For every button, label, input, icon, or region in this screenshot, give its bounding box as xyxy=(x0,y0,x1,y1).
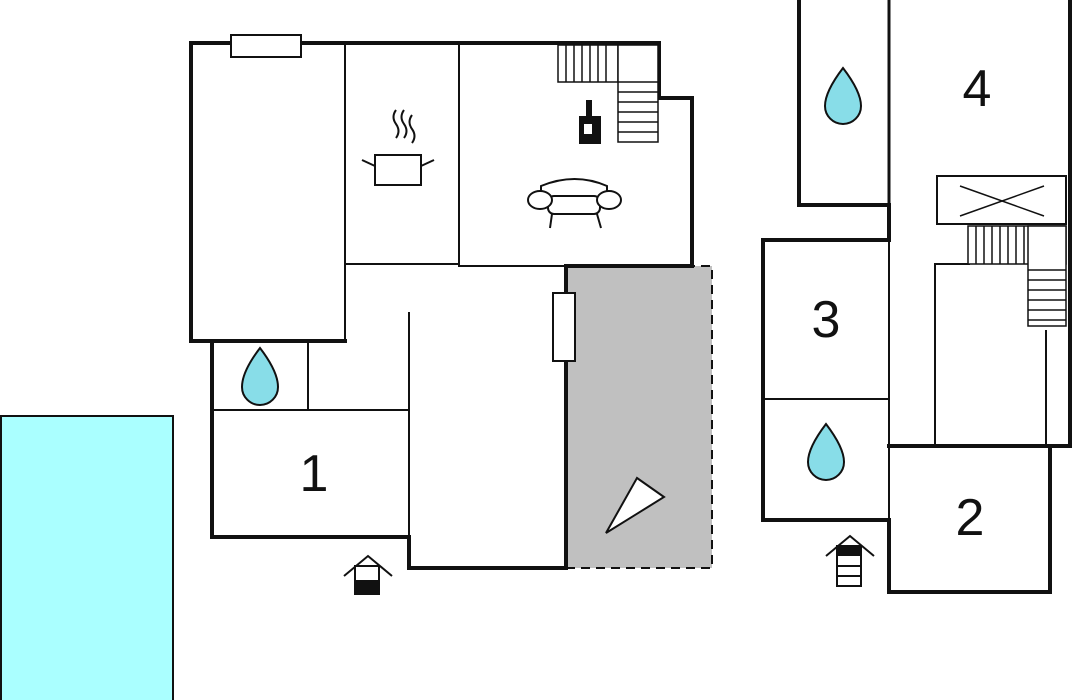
room-1-label: 1 xyxy=(300,445,329,503)
room-4-label: 4 xyxy=(963,60,992,118)
water-drop-icon xyxy=(823,66,863,125)
terrace-flag-icon xyxy=(605,476,666,534)
water-drop-icon xyxy=(240,346,280,406)
fireplace-icon xyxy=(579,100,601,144)
entrance-icon xyxy=(343,554,393,595)
pool xyxy=(0,415,174,700)
room-3-label: 3 xyxy=(812,291,841,349)
staircase-icon xyxy=(557,44,659,143)
staircase-icon xyxy=(967,225,1067,327)
annex-building xyxy=(761,0,1072,594)
cooking-pot-icon xyxy=(361,109,435,186)
entrance-icon xyxy=(825,534,875,587)
window-icon xyxy=(552,292,576,362)
sofa-icon xyxy=(527,178,622,229)
window-icon xyxy=(230,34,302,58)
terrace xyxy=(566,265,713,569)
main-building xyxy=(189,34,694,570)
room-2-label: 2 xyxy=(956,489,985,547)
water-drop-icon xyxy=(806,422,846,481)
